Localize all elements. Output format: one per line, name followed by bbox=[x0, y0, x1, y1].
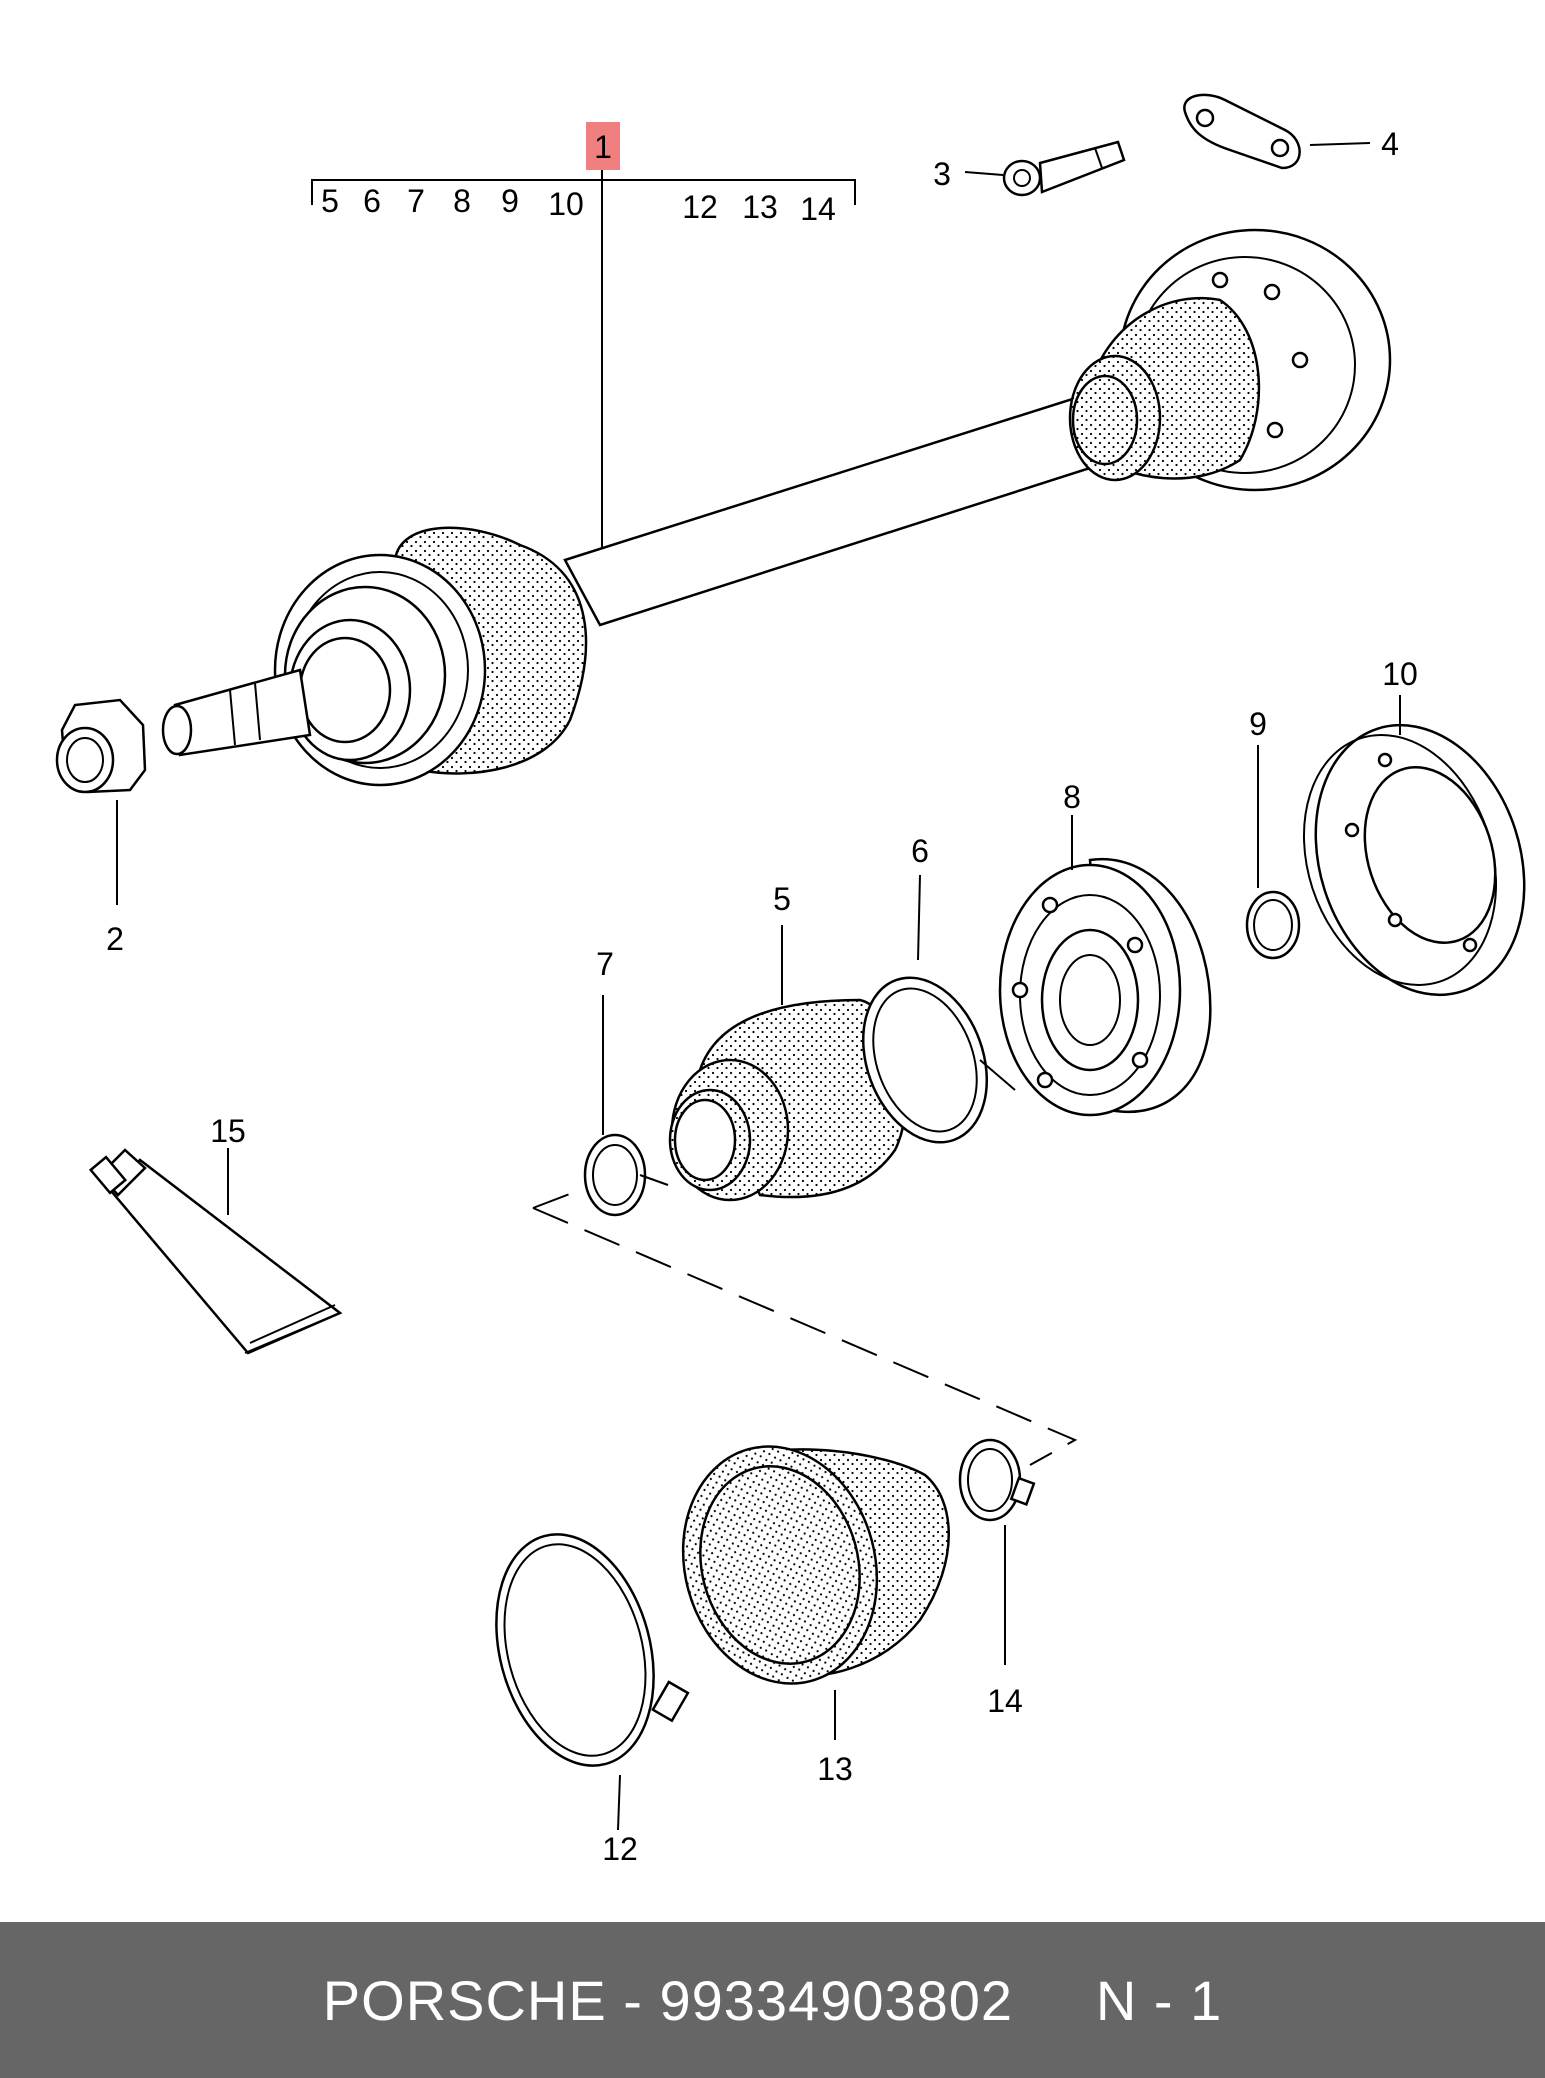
joint-cover[interactable] bbox=[1273, 698, 1545, 1022]
callout-14[interactable]: 14 bbox=[987, 1683, 1023, 1719]
hose-clamp-small[interactable] bbox=[583, 1133, 669, 1217]
kit-number: 7 bbox=[407, 183, 425, 219]
kit-number: 10 bbox=[548, 186, 584, 222]
drive-shaft-assembly[interactable] bbox=[161, 228, 1392, 787]
lock-plate[interactable] bbox=[1183, 93, 1301, 170]
bolt[interactable] bbox=[1002, 140, 1126, 197]
callout-5[interactable]: 5 bbox=[773, 881, 791, 917]
callout-7[interactable]: 7 bbox=[596, 946, 614, 982]
kit-number: 8 bbox=[453, 183, 471, 219]
part-number-caption: PORSCHE - 99334903802 N - 1 bbox=[322, 1968, 1223, 2032]
boot-outer[interactable] bbox=[657, 1425, 950, 1706]
hose-clamp-small-outer[interactable] bbox=[958, 1438, 1036, 1522]
callout-4[interactable]: 4 bbox=[1381, 126, 1399, 162]
callout-8[interactable]: 8 bbox=[1063, 779, 1081, 815]
kit-number: 9 bbox=[501, 183, 519, 219]
callout-10[interactable]: 10 bbox=[1382, 656, 1418, 692]
kit-number: 6 bbox=[363, 183, 381, 219]
exploded-parts-diagram: 1 5 6 7 8 9 10 12 13 14 bbox=[55, 93, 1545, 1867]
callout-6[interactable]: 6 bbox=[911, 833, 929, 869]
grease-tube[interactable] bbox=[88, 1148, 343, 1355]
kit-number: 14 bbox=[800, 191, 836, 227]
callout-15[interactable]: 15 bbox=[210, 1113, 246, 1149]
callout-2[interactable]: 2 bbox=[106, 921, 124, 957]
callout-13[interactable]: 13 bbox=[817, 1751, 853, 1787]
hose-clamp-outer[interactable] bbox=[472, 1517, 690, 1784]
hose-clamp-large[interactable] bbox=[841, 960, 1016, 1159]
kit-number: 13 bbox=[742, 189, 778, 225]
boot-inner[interactable] bbox=[668, 998, 908, 1202]
nut[interactable] bbox=[55, 698, 147, 794]
callout-3[interactable]: 3 bbox=[933, 156, 951, 192]
circlip[interactable] bbox=[1245, 890, 1301, 960]
cv-joint[interactable] bbox=[998, 857, 1212, 1117]
callout-1[interactable]: 1 bbox=[594, 129, 612, 165]
footer-bar: PORSCHE - 99334903802 N - 1 bbox=[0, 1922, 1545, 2078]
kit-bracket-numbers: 5 6 7 8 9 10 12 13 14 bbox=[321, 183, 836, 227]
callout-1-highlight bbox=[586, 122, 620, 170]
alternative-parts-bracket bbox=[532, 1189, 1078, 1466]
kit-bracket bbox=[311, 162, 856, 552]
callout-9[interactable]: 9 bbox=[1249, 706, 1267, 742]
kit-number: 5 bbox=[321, 183, 339, 219]
callout-12[interactable]: 12 bbox=[602, 1831, 638, 1867]
kit-number: 12 bbox=[682, 189, 718, 225]
